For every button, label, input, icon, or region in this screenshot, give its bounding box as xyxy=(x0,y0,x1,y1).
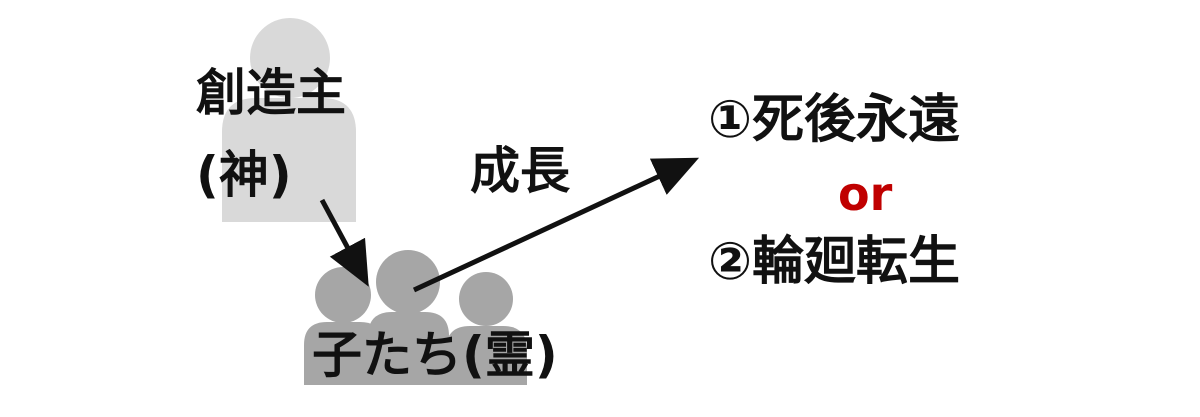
growth-label: 成長 xyxy=(470,142,570,200)
creator-to-children-arrow xyxy=(319,198,369,287)
creator-label-line1: 創造主 xyxy=(196,64,346,122)
child-figure-center-head xyxy=(376,250,440,314)
outcome-eternal-afterlife-label: ①死後永遠 xyxy=(708,90,961,150)
child-figure-right-head xyxy=(459,272,513,326)
child-figure-center-body xyxy=(368,312,449,385)
growth-arrow xyxy=(412,157,700,293)
creator-figure-icon xyxy=(222,18,356,222)
or-connector-label: or xyxy=(838,167,893,221)
child-figure-left-body xyxy=(304,322,383,385)
children-figures-icon xyxy=(304,250,527,385)
child-figure-right-body xyxy=(446,326,527,385)
creator-label-line2: (神) xyxy=(196,146,292,204)
children-spirits-label: 子たち(霊) xyxy=(312,326,558,384)
outcome-reincarnation-label: ②輪廻転生 xyxy=(708,232,961,292)
